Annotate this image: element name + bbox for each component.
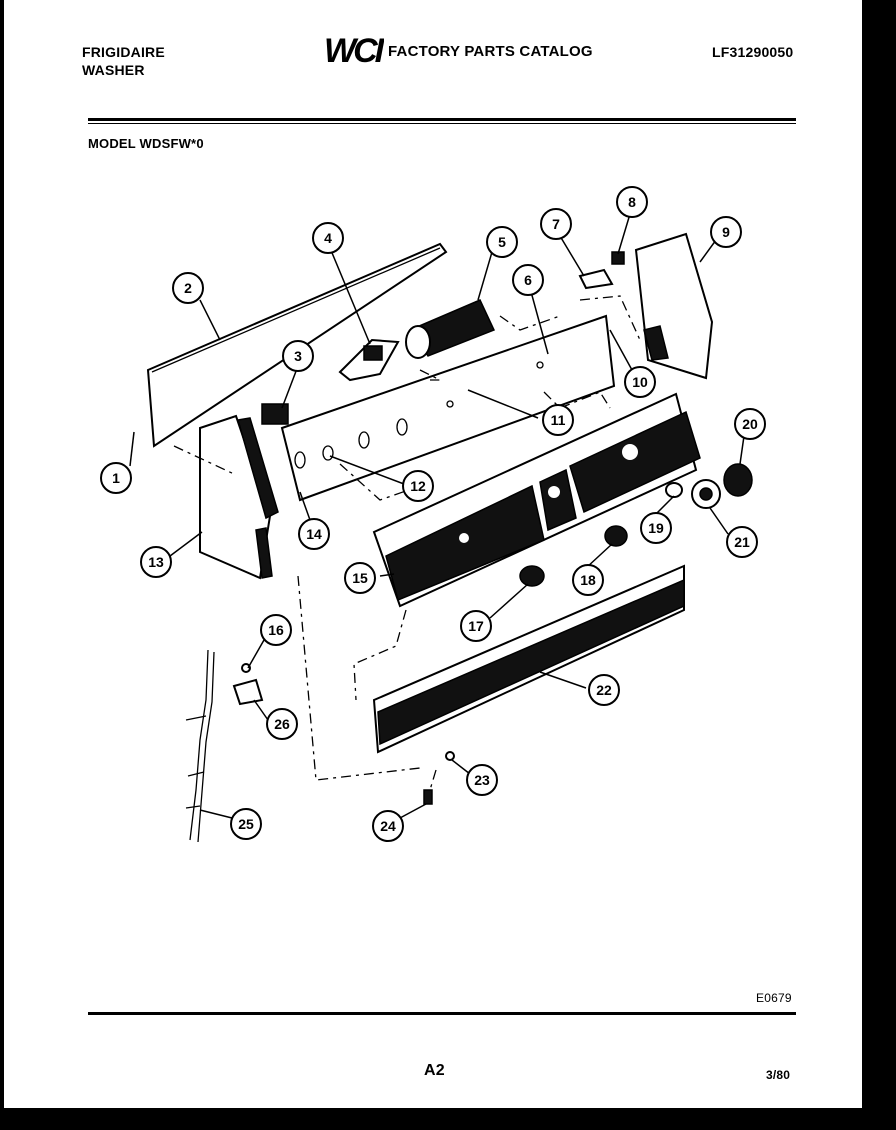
switch-part	[261, 403, 289, 425]
control-panel-face	[372, 392, 701, 608]
footer-divider	[88, 1012, 796, 1015]
callout-label: 18	[580, 572, 596, 588]
callout-9: 9	[710, 216, 742, 248]
callout-label: 1	[112, 470, 120, 486]
wire-harness	[185, 649, 215, 843]
callout-25: 25	[230, 808, 262, 840]
callout-19: 19	[640, 512, 672, 544]
right-end-bracket	[634, 232, 714, 380]
fastener-16	[241, 663, 251, 673]
callout-label: 26	[274, 716, 290, 732]
small-bracket-7	[578, 268, 614, 290]
callout-label: 12	[410, 478, 426, 494]
knob-20	[723, 463, 753, 497]
callout-label: 11	[551, 412, 566, 428]
wci-logo: WCI	[324, 32, 384, 68]
catalog-date: 3/80	[766, 1068, 791, 1082]
callout-17: 17	[460, 610, 492, 642]
header-divider-thin	[88, 123, 796, 124]
callout-26: 26	[266, 708, 298, 740]
timer-part	[405, 299, 496, 359]
callout-label: 24	[380, 818, 396, 834]
callout-label: 23	[474, 772, 490, 788]
callout-label: 7	[552, 216, 560, 232]
callout-label: 6	[524, 272, 532, 288]
callout-24: 24	[372, 810, 404, 842]
callout-15: 15	[344, 562, 376, 594]
washer-19	[665, 482, 683, 498]
callout-21: 21	[726, 526, 758, 558]
product-type: WASHER	[82, 62, 145, 78]
page-number: A2	[424, 1062, 445, 1079]
trim-strip	[372, 564, 685, 754]
scan-border-right	[862, 0, 896, 1130]
callout-label: 17	[468, 618, 484, 634]
brand-name: FRIGIDAIRE	[82, 44, 165, 60]
svg-text:WCI: WCI	[324, 32, 384, 68]
callout-18: 18	[572, 564, 604, 596]
callout-label: 8	[628, 194, 636, 210]
callout-label: 25	[238, 816, 254, 832]
callout-4: 4	[312, 222, 344, 254]
clip-26	[232, 678, 264, 706]
callout-7: 7	[540, 208, 572, 240]
model-label: MODEL WDSFW*0	[88, 136, 204, 151]
callout-23: 23	[466, 764, 498, 796]
scan-border-left	[0, 0, 4, 1130]
callout-16: 16	[260, 614, 292, 646]
callout-label: 22	[596, 682, 612, 698]
callout-8: 8	[616, 186, 648, 218]
callout-5: 5	[486, 226, 518, 258]
callout-20: 20	[734, 408, 766, 440]
callout-12: 12	[402, 470, 434, 502]
callout-label: 4	[324, 230, 332, 246]
callout-22: 22	[588, 674, 620, 706]
callout-label: 20	[742, 416, 758, 432]
scan-border-bottom	[0, 1108, 896, 1130]
left-end-bracket	[199, 414, 279, 580]
callout-label: 21	[734, 534, 750, 550]
callout-14: 14	[298, 518, 330, 550]
header-divider	[88, 118, 796, 121]
callout-label: 16	[268, 622, 284, 638]
callout-6: 6	[512, 264, 544, 296]
catalog-part-number: LF31290050	[712, 44, 794, 60]
callout-label: 13	[148, 554, 164, 570]
callout-label: 9	[722, 224, 730, 240]
screw-24	[423, 789, 433, 805]
timer-bracket	[338, 338, 400, 382]
knob-17	[519, 565, 545, 587]
bezel-21	[691, 479, 721, 509]
callout-11: 11	[542, 404, 574, 436]
callout-3: 3	[282, 340, 314, 372]
callout-label: 2	[184, 280, 192, 296]
callout-label: 5	[498, 234, 506, 250]
callout-label: 10	[632, 374, 648, 390]
knob-18	[604, 525, 628, 547]
callout-10: 10	[624, 366, 656, 398]
inner-control-panel	[280, 314, 616, 502]
callout-2: 2	[172, 272, 204, 304]
callout-13: 13	[140, 546, 172, 578]
callout-1: 1	[100, 462, 132, 494]
figure-code: E0679	[756, 991, 792, 1005]
callout-label: 15	[352, 570, 368, 586]
catalog-title: FACTORY PARTS CATALOG	[388, 43, 593, 60]
callout-label: 19	[648, 520, 664, 536]
callout-label: 14	[306, 526, 322, 542]
callout-label: 3	[294, 348, 302, 364]
screw-23	[445, 751, 455, 761]
